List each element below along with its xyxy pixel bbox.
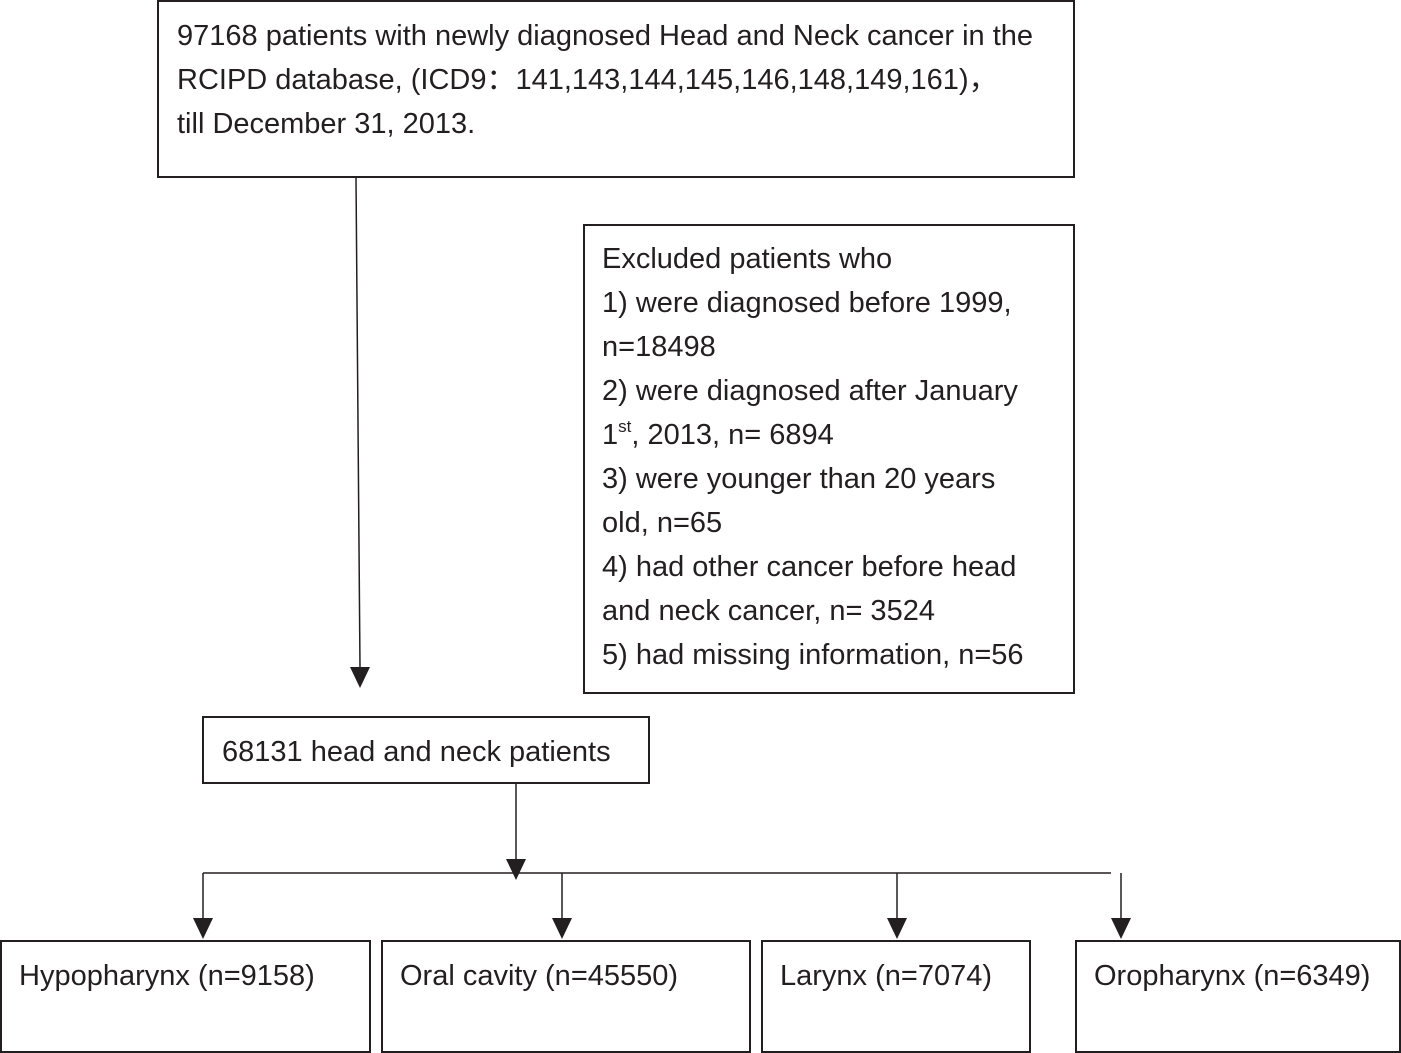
- exclusion-item-2-ordinal-suffix: st: [618, 417, 632, 436]
- exclusion-item-3-line-2: old, n=65: [602, 507, 723, 539]
- initial-cohort-line-1: 97168 patients with newly diagnosed Head…: [177, 20, 1034, 52]
- exclusion-item-1-line-1: 1) were diagnosed before 1999,: [602, 287, 1012, 319]
- exclusion-item-2-rest: , 2013, n= 6894: [631, 419, 834, 451]
- subgroup-oral-cavity-box: Oral cavity (n=45550): [381, 940, 751, 1053]
- exclusion-item-4-line-2: and neck cancer, n= 3524: [602, 595, 935, 627]
- exclusion-item-2-day: 1: [602, 419, 619, 451]
- arrowhead-to-middle-box: [350, 667, 370, 688]
- connector-top-to-middle: [355, 177, 361, 669]
- exclusion-heading: Excluded patients who: [602, 243, 893, 275]
- exclusion-item-2-line-2: 1st, 2013, n= 6894: [602, 413, 1024, 457]
- subgroup-oral-cavity-label: Oral cavity (n=45550): [400, 960, 679, 992]
- subgroup-hypopharynx-label: Hypopharynx (n=9158): [19, 960, 315, 992]
- arrowhead-hypopharynx: [193, 918, 213, 939]
- exclusion-criteria-text: Excluded patients who 1) were diagnosed …: [602, 237, 1024, 677]
- exclusion-item-5-line-1: 5) had missing information, n=56: [602, 639, 1024, 671]
- subgroup-oropharynx-box: Oropharynx (n=6349): [1075, 940, 1401, 1053]
- arrowhead-larynx: [887, 918, 907, 939]
- exclusion-item-4-line-1: 4) had other cancer before head: [602, 551, 1017, 583]
- exclusion-item-1-line-2: n=18498: [602, 331, 716, 363]
- subgroup-oropharynx-label: Oropharynx (n=6349): [1094, 960, 1371, 992]
- final-cohort-label: 68131 head and neck patients: [222, 736, 611, 768]
- subgroup-larynx-label: Larynx (n=7074): [780, 960, 992, 992]
- initial-cohort-line-2: RCIPD database, (ICD9：141,143,144,145,14…: [177, 64, 998, 96]
- initial-cohort-box: 97168 patients with newly diagnosed Head…: [157, 0, 1075, 178]
- initial-cohort-line-3: till December 31, 2013.: [177, 108, 476, 140]
- exclusion-item-2-line-1: 2) were diagnosed after January: [602, 375, 1018, 407]
- arrowhead-at-branch: [506, 859, 526, 880]
- initial-cohort-text: 97168 patients with newly diagnosed Head…: [177, 14, 1033, 146]
- arrowhead-oropharynx: [1111, 918, 1131, 939]
- final-cohort-box: 68131 head and neck patients: [202, 716, 650, 784]
- exclusion-criteria-box: Excluded patients who 1) were diagnosed …: [583, 224, 1075, 694]
- arrowhead-oral-cavity: [552, 918, 572, 939]
- exclusion-item-3-line-1: 3) were younger than 20 years: [602, 463, 996, 495]
- subgroup-larynx-box: Larynx (n=7074): [761, 940, 1031, 1053]
- subgroup-hypopharynx-box: Hypopharynx (n=9158): [0, 940, 371, 1053]
